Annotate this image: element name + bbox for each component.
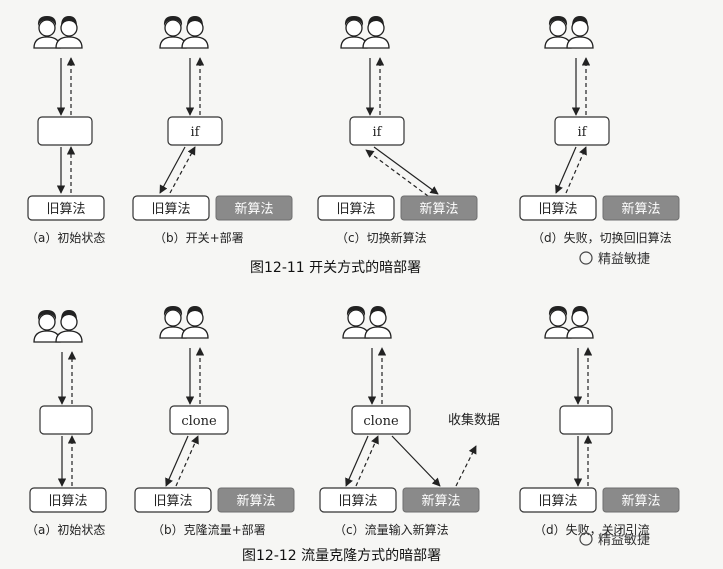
panel-1b: if 旧算法 新算法 （b）开关+部署 [132, 15, 293, 245]
users-icon [342, 305, 392, 339]
new-algorithm-box [402, 487, 480, 513]
users-icon [544, 305, 594, 339]
new-algorithm-box [217, 487, 295, 513]
arrow-down [373, 146, 439, 195]
panel-caption: （c）流量输入新算法 [334, 522, 449, 537]
old-algorithm-label: 旧算法 [48, 494, 87, 509]
arrow-to-new [391, 435, 441, 487]
panel-1c: if 旧算法 新算法 （c）切换新算法 [317, 15, 478, 245]
switch-label: if [373, 125, 383, 140]
collect-data-label: 收集数据 [448, 412, 500, 428]
arrow-collect [455, 445, 477, 487]
switch-box [554, 116, 610, 146]
arrow-down [165, 435, 189, 487]
panel-2c: clone 收集数据 旧算法 新算法 （c）流量输入新算法 [319, 305, 500, 537]
arrow-down [345, 435, 369, 487]
arrow-down [159, 146, 186, 194]
watermark-text: 精益敏捷 [598, 533, 650, 548]
new-algorithm-label: 新算法 [419, 201, 458, 217]
panel-1d: if 旧算法 新算法 （d）失败，切换回旧算法 [519, 15, 680, 245]
old-algorithm-label: 旧算法 [338, 494, 377, 509]
users-icon [159, 305, 209, 339]
old-algorithm-label: 旧算法 [153, 494, 192, 509]
arrow-up [365, 149, 429, 197]
new-algorithm-label: 新算法 [421, 493, 460, 509]
panel-caption: （c）切换新算法 [336, 230, 427, 245]
panel-caption: （b）开关+部署 [154, 230, 244, 245]
router-box [559, 405, 613, 435]
old-algorithm-label: 旧算法 [538, 494, 577, 509]
wechat-icon [579, 251, 593, 265]
figure-title: 图12-12 流量克隆方式的暗部署 [242, 548, 441, 564]
new-algorithm-box [400, 195, 478, 221]
new-algorithm-box [215, 195, 293, 221]
new-algorithm-label: 新算法 [236, 493, 275, 509]
old-algorithm-box [27, 195, 105, 221]
arrow-down [555, 146, 577, 194]
watermark: 精益敏捷 [579, 251, 650, 267]
panel-caption: （a）初始状态 [26, 231, 105, 245]
figure-12-12: 旧算法 （a）初始状态 clone 旧算法 新算法 （b）克隆流量+部署 clo… [26, 305, 680, 564]
users-icon [33, 309, 83, 343]
old-algorithm-box [317, 195, 395, 221]
old-algorithm-box [134, 487, 212, 513]
panel-2a: 旧算法 （a）初始状态 [26, 309, 107, 537]
old-algorithm-box [29, 487, 107, 513]
old-algorithm-label: 旧算法 [336, 202, 375, 217]
clone-label: clone [363, 414, 399, 429]
old-algorithm-label: 旧算法 [46, 202, 85, 217]
old-algorithm-box [519, 487, 597, 513]
figure-12-11: 旧算法 （a）初始状态 if 旧算法 新算法 （b）开关+部署 if [26, 15, 680, 276]
old-algorithm-label: 旧算法 [538, 202, 577, 217]
router-box [39, 405, 93, 435]
arrow-up [169, 146, 196, 194]
router-box [37, 116, 93, 146]
figure-title: 图12-11 开关方式的暗部署 [250, 260, 421, 276]
users-icon [340, 15, 390, 49]
watermark-text: 精益敏捷 [598, 252, 650, 267]
users-icon [159, 15, 209, 49]
panel-caption: （b）克隆流量+部署 [152, 522, 266, 537]
arrow-up [355, 435, 379, 487]
switch-box [349, 116, 405, 146]
panel-caption: （d）失败，切换回旧算法 [532, 230, 672, 245]
new-algorithm-box [602, 195, 680, 221]
panel-1a: 旧算法 （a）初始状态 [26, 15, 105, 245]
arrow-up [175, 435, 199, 487]
arrow-up [565, 146, 587, 194]
old-algorithm-box [519, 195, 597, 221]
watermark: 精益敏捷 [579, 532, 650, 548]
panel-2b: clone 旧算法 新算法 （b）克隆流量+部署 [134, 305, 295, 537]
users-icon [33, 15, 83, 49]
switch-label: if [578, 125, 588, 140]
wechat-icon [579, 532, 593, 546]
switch-box [167, 116, 223, 146]
clone-box [351, 405, 411, 435]
old-algorithm-box [319, 487, 397, 513]
clone-label: clone [181, 414, 217, 429]
switch-label: if [191, 125, 201, 140]
new-algorithm-label: 新算法 [234, 201, 273, 217]
old-algorithm-label: 旧算法 [151, 202, 190, 217]
old-algorithm-box [132, 195, 210, 221]
new-algorithm-label: 新算法 [621, 201, 660, 217]
clone-box [169, 405, 229, 435]
users-icon [544, 15, 594, 49]
new-algorithm-box [602, 487, 680, 513]
panel-2d: 旧算法 新算法 （d）失败，关闭引流 [519, 305, 680, 537]
panel-caption: （d）失败，关闭引流 [534, 522, 650, 537]
panel-caption: （a）初始状态 [26, 523, 105, 537]
new-algorithm-label: 新算法 [621, 493, 660, 509]
